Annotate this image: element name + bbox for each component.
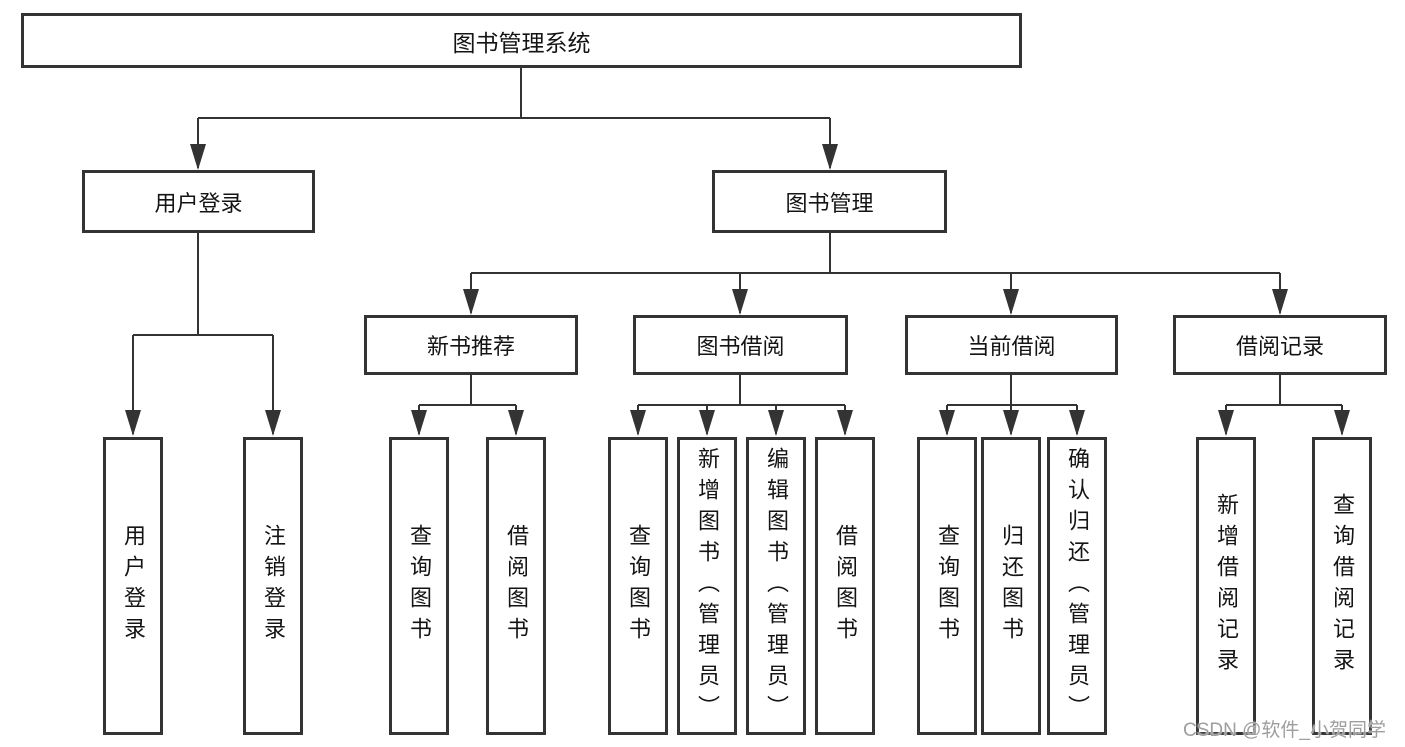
node-label: 图书借阅 [696,334,785,359]
leaf-borrow-books-1: 借阅图书 [486,437,546,735]
watermark-text: CSDN @软件_小贺同学 [1183,720,1386,741]
node-label: 图书管理系统 [452,29,591,56]
node-label: 借阅图书 [833,524,858,648]
node-label: 新增图书（管理员） [695,446,720,726]
node-borrow-records: 借阅记录 [1173,315,1387,375]
leaf-query-books-2: 查询图书 [608,437,668,735]
leaf-add-book-admin: 新增图书（管理员） [677,437,737,735]
node-label: 用户登录 [121,524,146,648]
node-label: 查询借阅记录 [1330,493,1355,679]
leaf-query-books-3: 查询图书 [917,437,977,735]
leaf-borrow-books-2: 借阅图书 [815,437,875,735]
node-book-borrowing: 图书借阅 [633,315,848,375]
leaf-return-book: 归还图书 [981,437,1041,735]
node-label: 图书管理 [785,190,874,216]
leaf-logout: 注销登录 [243,437,303,735]
leaf-user-login: 用户登录 [103,437,163,735]
node-library-management-system: 图书管理系统 [21,13,1022,68]
leaf-confirm-return-admin: 确认归还（管理员） [1047,437,1107,735]
node-label: 借阅记录 [1235,334,1324,359]
node-new-book-recommend: 新书推荐 [364,315,578,375]
node-label: 查询图书 [935,524,960,648]
leaf-query-borrow-record: 查询借阅记录 [1312,437,1372,735]
node-label: 用户登录 [154,190,243,216]
node-book-management: 图书管理 [712,170,947,233]
node-label: 借阅图书 [504,524,529,648]
node-label: 编辑图书（管理员） [764,446,789,726]
node-label: 查询图书 [626,524,651,648]
node-label: 注销登录 [261,524,286,648]
node-label: 确认归还（管理员） [1065,446,1090,726]
leaf-query-books-1: 查询图书 [389,437,449,735]
node-user-login: 用户登录 [82,170,315,233]
node-current-borrowing: 当前借阅 [905,315,1118,375]
node-label: 新增借阅记录 [1214,493,1239,679]
node-label: 查询图书 [407,524,432,648]
leaf-add-borrow-record: 新增借阅记录 [1196,437,1256,735]
node-label: 新书推荐 [426,334,515,359]
node-label: 归还图书 [999,524,1024,648]
leaf-edit-book-admin: 编辑图书（管理员） [746,437,806,735]
node-label: 当前借阅 [967,334,1056,359]
